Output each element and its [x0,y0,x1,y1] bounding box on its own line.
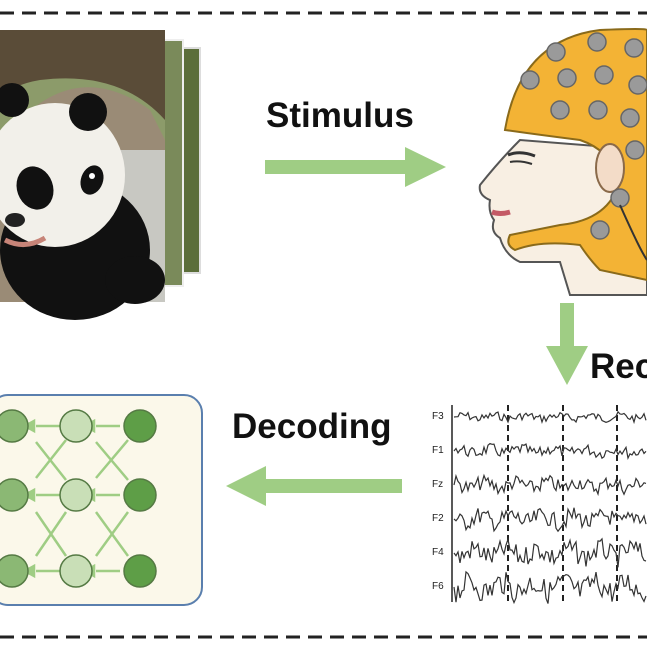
eeg-trace [453,473,647,497]
eeg-cap-head-icon [478,28,647,296]
eeg-trace [453,536,647,568]
stimulus-arrow [265,147,446,187]
eeg-channel-label: F6 [432,581,444,592]
eeg-trace [453,570,647,605]
recording-arrow [546,303,588,385]
recording-label: Rec [590,347,647,386]
neural-network-icon [0,394,203,606]
decoding-arrow [226,466,402,506]
eeg-channel-label: Fz [432,479,444,490]
eeg-channel-label: F3 [432,411,444,422]
eeg-channel-label: F4 [432,547,444,558]
eeg-waveforms-icon [451,405,647,605]
eeg-trace [453,410,647,425]
decoding-label: Decoding [232,407,392,446]
eeg-trace [453,507,647,533]
panda-photo-stack-icon [0,30,201,320]
eeg-channel-label: F2 [432,513,444,524]
eeg-trace [453,442,647,461]
eeg-channel-label: F1 [432,445,444,456]
stimulus-label: Stimulus [266,96,414,135]
